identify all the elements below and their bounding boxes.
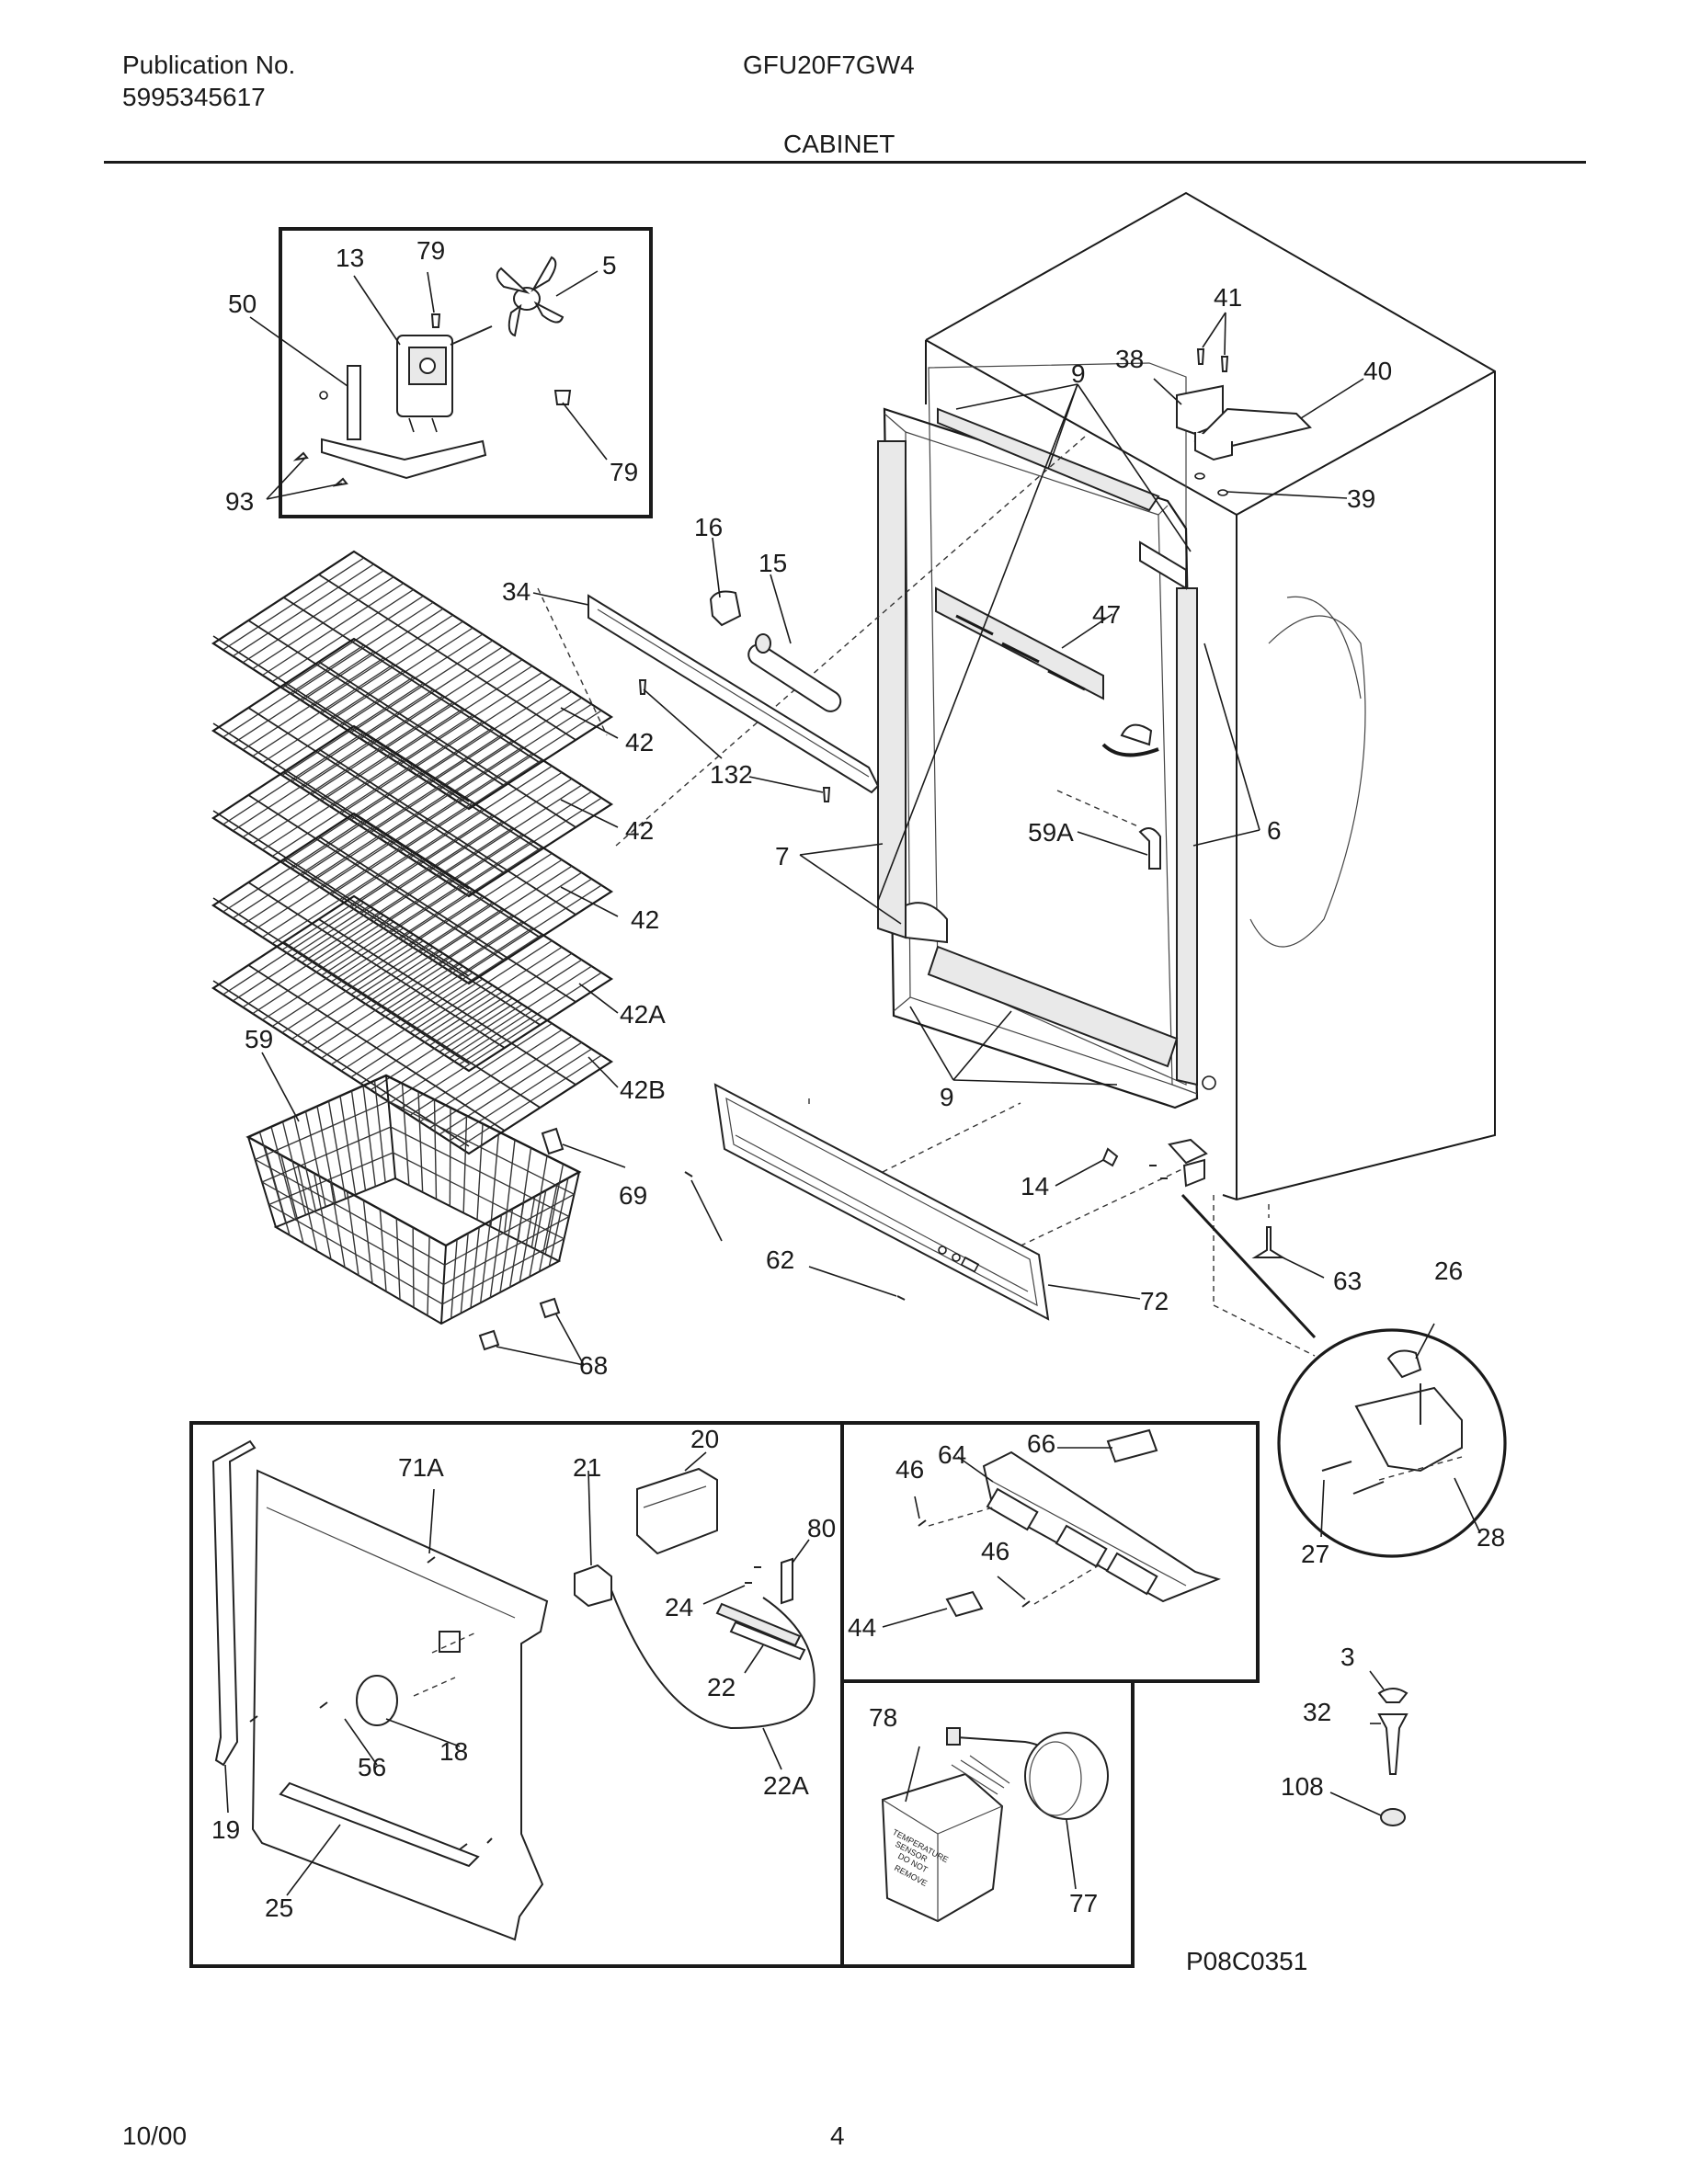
callout-77: 77 bbox=[1069, 1889, 1098, 1917]
callout-42: 42 bbox=[625, 728, 654, 756]
top-hinge bbox=[1176, 348, 1312, 496]
callout-47: 47 bbox=[1092, 600, 1121, 629]
callout-42: 42 bbox=[625, 816, 654, 845]
footer-date: 10/00 bbox=[122, 2121, 188, 2150]
page-number: 4 bbox=[830, 2121, 845, 2150]
callout-26: 26 bbox=[1434, 1257, 1463, 1285]
callout-3: 3 bbox=[1340, 1643, 1355, 1671]
wire-shelf bbox=[211, 637, 614, 898]
divider-plate bbox=[935, 586, 1104, 700]
callout-46: 46 bbox=[981, 1537, 1009, 1565]
callout-27: 27 bbox=[1301, 1540, 1329, 1568]
light-assembly bbox=[532, 537, 880, 802]
callout-9: 9 bbox=[940, 1083, 954, 1111]
callout-40: 40 bbox=[1363, 357, 1392, 385]
callout-132: 132 bbox=[710, 760, 753, 789]
callout-80: 80 bbox=[807, 1514, 836, 1542]
publication-label: Publication No. bbox=[122, 51, 296, 79]
wire-shelves bbox=[211, 550, 614, 1155]
callout-72: 72 bbox=[1140, 1287, 1169, 1315]
door-gasket bbox=[877, 407, 1199, 1109]
header-rule bbox=[104, 161, 1586, 164]
callout-32: 32 bbox=[1303, 1698, 1331, 1726]
callout-24: 24 bbox=[665, 1593, 693, 1621]
model-number: GFU20F7GW4 bbox=[743, 51, 915, 79]
fan-motor bbox=[396, 325, 493, 433]
hinge-detail-circle bbox=[1277, 1323, 1507, 1558]
callout-64: 64 bbox=[938, 1440, 966, 1469]
callout-42: 42 bbox=[631, 905, 659, 934]
callout-14: 14 bbox=[1021, 1172, 1049, 1200]
callout-39: 39 bbox=[1347, 484, 1375, 513]
callout-25: 25 bbox=[265, 1894, 293, 1922]
callout-38: 38 bbox=[1115, 345, 1144, 373]
callout-labels: 13 79 5 50 93 79 41 38 40 9 39 16 15 34 … bbox=[211, 236, 1505, 1975]
callout-19: 19 bbox=[211, 1815, 240, 1844]
wire-shelf bbox=[211, 894, 614, 1155]
callout-71A: 71A bbox=[398, 1453, 444, 1482]
callout-59: 59 bbox=[245, 1025, 273, 1053]
callout-79: 79 bbox=[610, 458, 638, 486]
callout-16: 16 bbox=[694, 513, 723, 541]
callout-78: 78 bbox=[869, 1703, 897, 1732]
bottom-hinge bbox=[1055, 1138, 1325, 1339]
callout-56: 56 bbox=[358, 1753, 386, 1781]
callout-63: 63 bbox=[1333, 1267, 1362, 1295]
callout-108: 108 bbox=[1281, 1772, 1324, 1801]
callout-42A: 42A bbox=[620, 1000, 666, 1029]
publication-number: 5995345617 bbox=[122, 83, 266, 111]
wire-shelf bbox=[211, 724, 614, 985]
callout-13: 13 bbox=[336, 244, 364, 272]
callout-7: 7 bbox=[775, 842, 790, 870]
callout-18: 18 bbox=[439, 1737, 468, 1766]
wire-basket bbox=[245, 1074, 582, 1325]
toe-grille bbox=[684, 1083, 1141, 1321]
wire-shelf bbox=[211, 550, 614, 811]
callout-22A: 22A bbox=[763, 1771, 809, 1800]
figure-code: P08C0351 bbox=[1186, 1947, 1307, 1975]
callout-46: 46 bbox=[895, 1455, 924, 1484]
basket-wires bbox=[245, 1074, 582, 1325]
callout-34: 34 bbox=[502, 577, 530, 606]
callout-9: 9 bbox=[1071, 359, 1086, 388]
callout-28: 28 bbox=[1477, 1523, 1505, 1552]
callout-44: 44 bbox=[848, 1613, 876, 1642]
callout-68: 68 bbox=[579, 1351, 608, 1380]
sensor-inset: TEMPERATURE SENSOR DO NOT REMOVE bbox=[840, 1679, 1135, 1968]
callout-62: 62 bbox=[766, 1246, 794, 1274]
callout-59A: 59A bbox=[1028, 818, 1074, 847]
machine-compartment-inset bbox=[189, 1421, 844, 1968]
motor-bracket bbox=[319, 365, 487, 480]
section-title: CABINET bbox=[783, 130, 895, 158]
callout-69: 69 bbox=[619, 1181, 647, 1210]
cabinet-body bbox=[615, 191, 1496, 1357]
callout-6: 6 bbox=[1267, 816, 1282, 845]
fan-motor-inset bbox=[249, 227, 653, 518]
wire-shelf bbox=[211, 812, 614, 1073]
callout-50: 50 bbox=[228, 290, 257, 318]
callout-21: 21 bbox=[573, 1453, 601, 1482]
callout-66: 66 bbox=[1027, 1429, 1055, 1458]
fan-blade bbox=[496, 256, 565, 337]
callout-20: 20 bbox=[690, 1425, 719, 1453]
callout-42B: 42B bbox=[620, 1075, 666, 1104]
callout-93: 93 bbox=[225, 487, 254, 516]
callout-5: 5 bbox=[602, 251, 617, 279]
callout-41: 41 bbox=[1214, 283, 1242, 312]
leveling-leg bbox=[1329, 1670, 1409, 1826]
callout-15: 15 bbox=[758, 549, 787, 577]
callout-22: 22 bbox=[707, 1673, 736, 1701]
callout-79: 79 bbox=[416, 236, 445, 265]
